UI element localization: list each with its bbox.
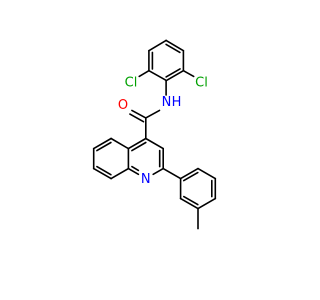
bond (179, 167, 199, 180)
bond (110, 137, 130, 150)
bond (131, 141, 147, 152)
bond (197, 197, 217, 210)
bond (127, 167, 140, 176)
bond (162, 167, 182, 180)
bond (165, 69, 185, 82)
bond (182, 69, 195, 78)
nitrogen-ring-label: N (141, 172, 151, 187)
bond (148, 69, 167, 81)
molecule-structure: Cl Cl N H O N (92, 39, 217, 230)
chlorine-right-label: Cl (195, 75, 208, 90)
amide-group (129, 79, 167, 140)
quinoline-ring (92, 137, 164, 180)
bond (92, 167, 112, 180)
bond (110, 167, 130, 180)
bond (138, 69, 150, 78)
bond (165, 43, 181, 54)
bond (179, 197, 199, 210)
bond (183, 195, 199, 206)
bond (145, 109, 161, 119)
bond (148, 39, 167, 52)
bond (127, 137, 147, 150)
nitrogen-amide-label: N (162, 95, 172, 110)
hydrogen-label: H (172, 95, 182, 110)
bond (131, 165, 140, 172)
bond (165, 39, 185, 52)
bond (92, 137, 112, 150)
bond (145, 137, 164, 150)
dichlorophenyl-ring (138, 39, 195, 82)
bond (152, 167, 164, 176)
bond (129, 113, 145, 123)
oxygen-label: O (118, 98, 128, 113)
bond (197, 167, 217, 180)
bond (183, 171, 199, 182)
chlorine-left-label: Cl (125, 75, 138, 90)
molecule-canvas: Cl Cl N H O N (92, 39, 217, 230)
tolyl-ring (162, 167, 217, 230)
bond (96, 165, 112, 176)
bond (96, 141, 112, 152)
bond (165, 68, 181, 78)
bond (131, 109, 147, 119)
